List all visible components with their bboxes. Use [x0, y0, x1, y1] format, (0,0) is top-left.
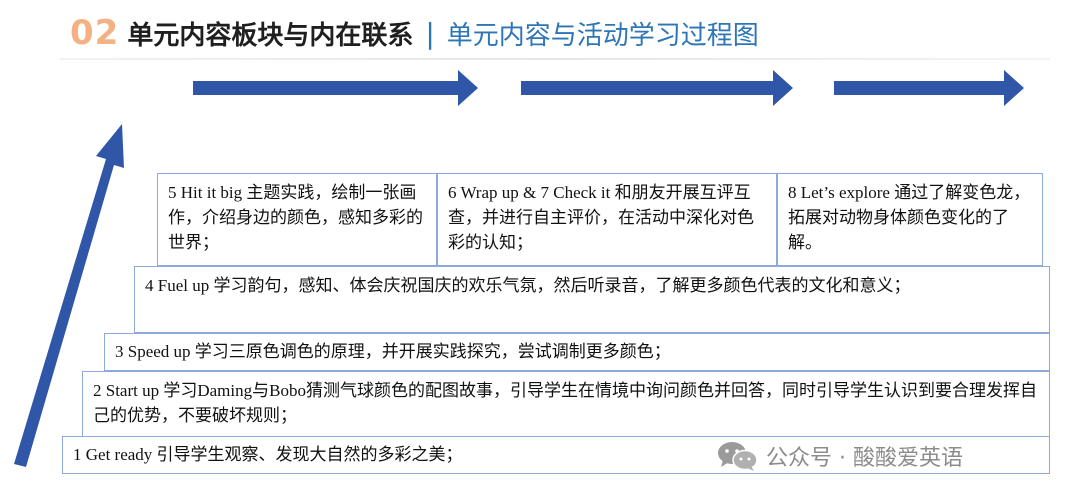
section-title: 单元内容板块与内在联系: [127, 20, 414, 51]
step-box-6-7: 6 Wrap up & 7 Check it 和朋友开展互评互查，并进行自主评价…: [437, 173, 777, 266]
watermark: 公众号 · 酸酸爱英语: [716, 440, 963, 472]
section-number: 02: [70, 13, 120, 53]
step-box-5: 5 Hit it big 主题实践，绘制一张画作，介绍身边的颜色，感知多彩的世界…: [157, 173, 437, 266]
slide-header: 02 单元内容板块与内在联系 | 单元内容与活动学习过程图: [70, 8, 759, 58]
section-subtitle: 单元内容与活动学习过程图: [446, 20, 759, 51]
right-arrow-icon-2: [521, 70, 793, 106]
right-arrow-icon-3: [834, 70, 1024, 106]
step-box-3: 3 Speed up 学习三原色调色的原理，并开展实践探究，尝试调制更多颜色；: [104, 333, 1050, 371]
step-box-8: 8 Let’s explore 通过了解变色龙，拓展对动物身体颜色变化的了解。: [777, 173, 1043, 266]
step-box-4: 4 Fuel up 学习韵句，感知、体会庆祝国庆的欢乐气氛，然后听录音，了解更多…: [134, 266, 1050, 333]
title-separator: |: [425, 16, 435, 50]
header-divider: [60, 58, 1050, 60]
watermark-text: 公众号 · 酸酸爱英语: [766, 446, 963, 471]
wechat-icon: [718, 442, 758, 471]
right-arrow-icon-1: [193, 70, 478, 106]
step-box-1: 1 Get ready 引导学生观察、发现大自然的多彩之美；: [62, 436, 1050, 474]
step-box-2: 2 Start up 学习Daming与Bobo猜测气球颜色的配图故事，引导学生…: [82, 371, 1050, 437]
